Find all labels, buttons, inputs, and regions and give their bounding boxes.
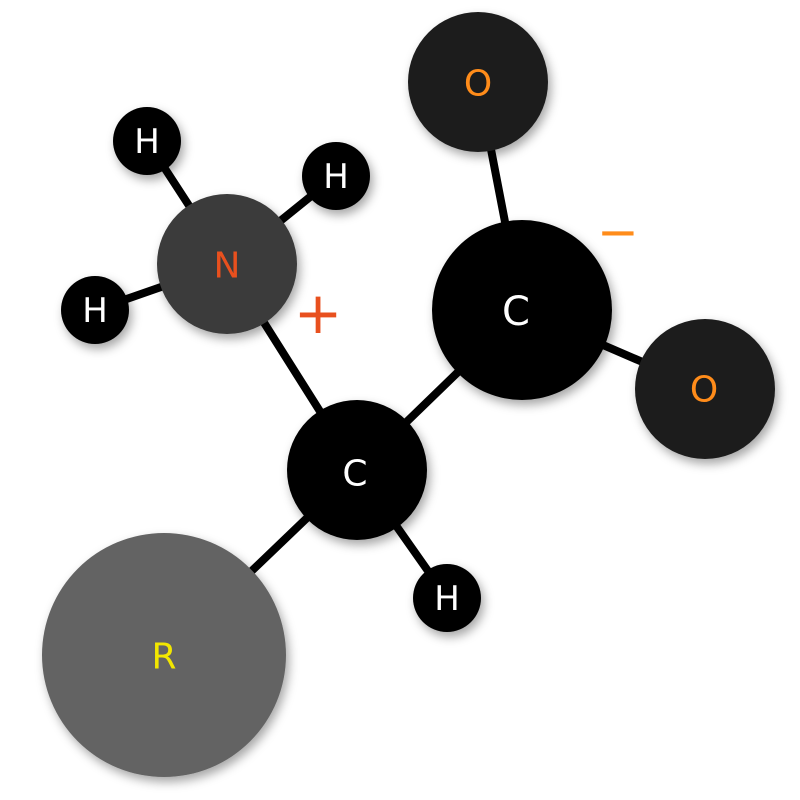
charge-minus: − xyxy=(597,203,639,261)
atom-c-carboxyl-label: C xyxy=(502,289,530,335)
atom-h-top-label: H xyxy=(134,122,160,162)
atom-h-top-circle xyxy=(113,107,181,175)
atom-o-right xyxy=(635,319,775,459)
atom-c-alpha-label: C xyxy=(342,454,367,495)
atom-r-group-label: R xyxy=(151,637,176,678)
atom-h-alpha xyxy=(413,564,481,632)
atom-h-left-label: H xyxy=(82,291,108,331)
atom-h-top xyxy=(113,107,181,175)
charge-plus: + xyxy=(294,279,343,347)
atom-o-top-circle xyxy=(408,12,548,152)
atom-r-group xyxy=(42,533,286,777)
atom-h-left-circle xyxy=(61,276,129,344)
atom-h-right xyxy=(302,142,370,210)
atom-r-group-circle xyxy=(42,533,286,777)
atom-h-alpha-circle xyxy=(413,564,481,632)
atom-c-carboxyl-circle xyxy=(432,220,612,400)
atom-c-carboxyl xyxy=(432,220,612,400)
atom-c-alpha-circle xyxy=(287,400,427,540)
atom-o-right-label: O xyxy=(690,370,718,411)
atom-h-alpha-label: H xyxy=(434,579,460,619)
atom-o-top xyxy=(408,12,548,152)
atom-n-amino-circle xyxy=(157,194,297,334)
atom-h-left xyxy=(61,276,129,344)
atom-h-right-label: H xyxy=(323,157,349,197)
atom-h-right-circle xyxy=(302,142,370,210)
atom-c-alpha xyxy=(287,400,427,540)
atom-n-amino xyxy=(157,194,297,334)
atom-o-top-label: O xyxy=(464,64,492,105)
atom-n-amino-label: N xyxy=(214,246,241,287)
atom-o-right-circle xyxy=(635,319,775,459)
